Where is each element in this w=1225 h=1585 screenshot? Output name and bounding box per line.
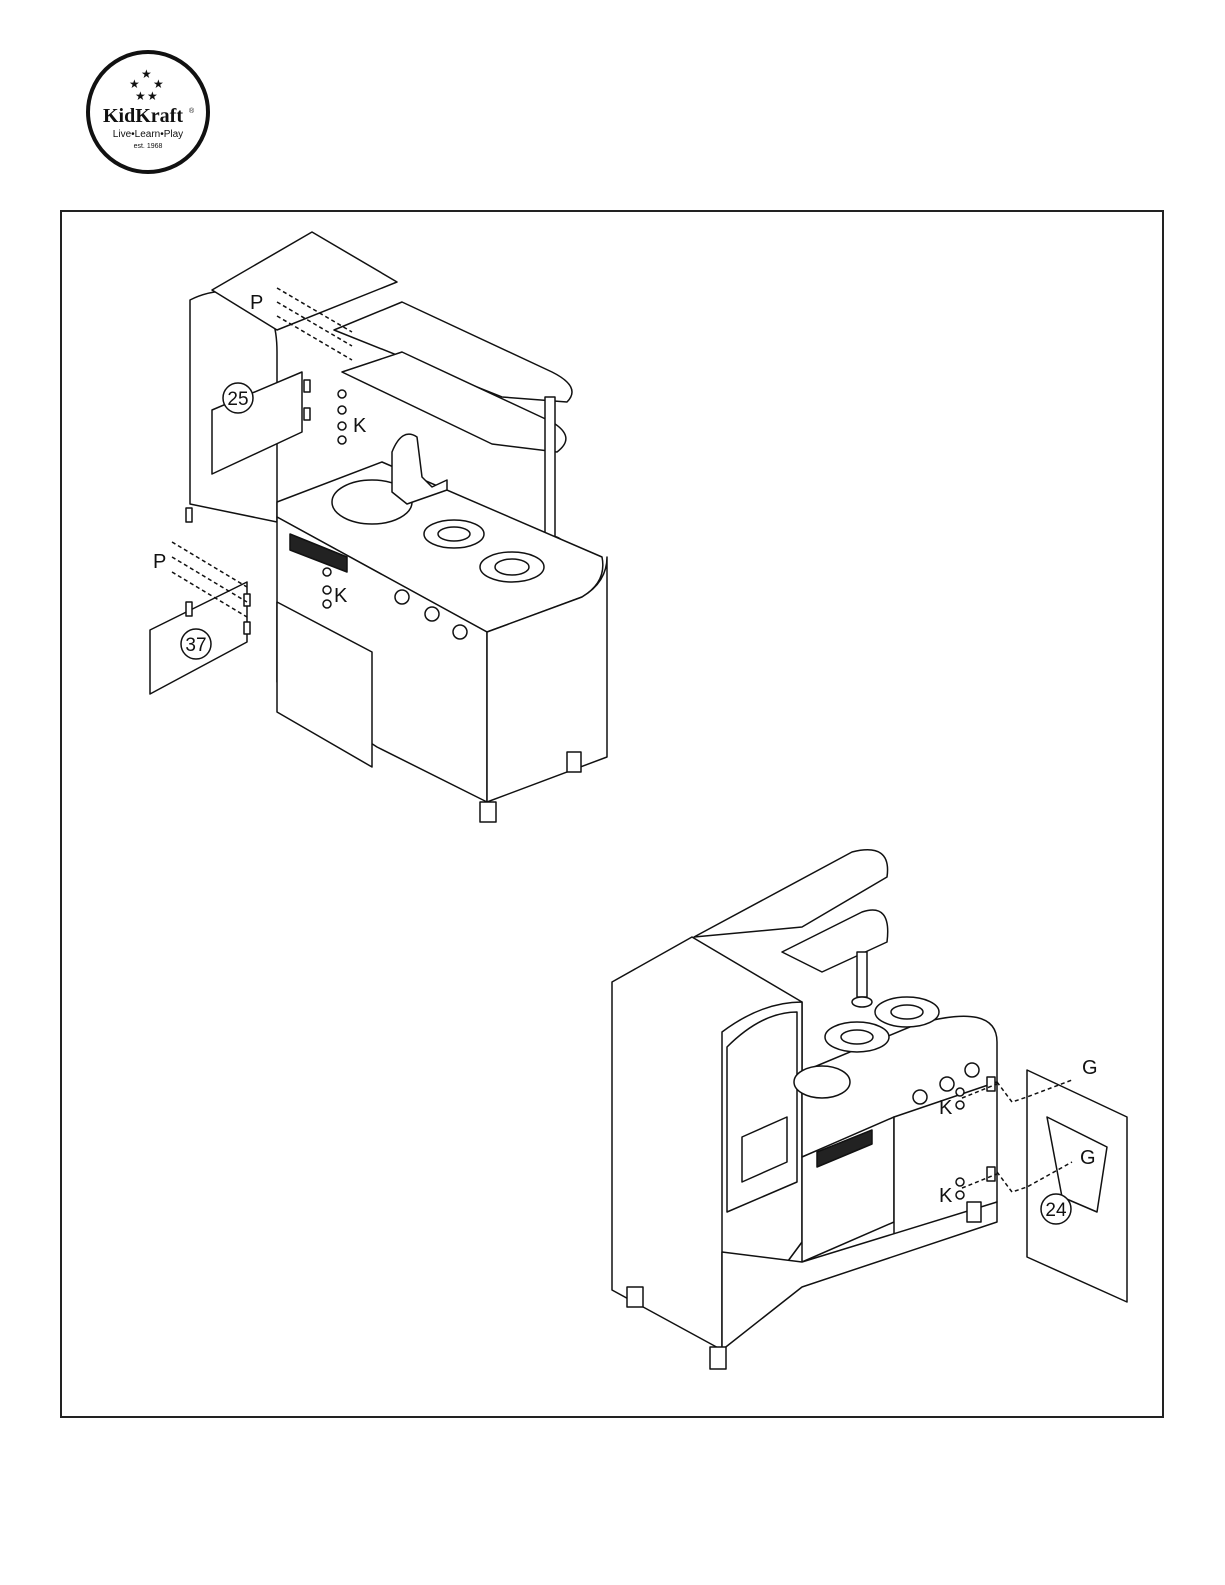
part-number-25: 25 — [227, 389, 248, 410]
logo-registered: ® — [189, 107, 195, 115]
logo-tagline: Live•Learn•Play — [113, 129, 183, 140]
part-number-37: 37 — [185, 635, 206, 656]
kidkraft-logo: ★ ★ ★ ★ ★ KidKraft ® Live•Learn•Play est… — [83, 50, 213, 175]
label-screw-g-upper: G — [1082, 1057, 1098, 1079]
logo-brand: KidKraft — [103, 105, 183, 127]
stars-icon: ★ ★ ★ ★ ★ — [129, 67, 164, 103]
label-screw-g-lower: G — [1080, 1147, 1096, 1169]
burner-1 — [424, 520, 484, 548]
figure-1-kitchen — [150, 232, 607, 822]
faucet — [392, 434, 447, 504]
burner-4 — [875, 997, 939, 1027]
label-nut-k-upper-2: K — [939, 1097, 953, 1119]
label-screw-p-lower: P — [153, 551, 166, 573]
svg-text:★: ★ — [141, 67, 152, 81]
label-nut-k-upper: K — [353, 415, 367, 437]
assembly-figure-frame: P P K K 25 37 G G K K 24 — [60, 210, 1164, 1418]
label-screw-p-upper: P — [250, 292, 263, 314]
burner-2 — [480, 552, 544, 582]
burner-3 — [825, 1022, 889, 1052]
part-number-24: 24 — [1045, 1200, 1067, 1221]
logo-established: est. 1968 — [134, 143, 163, 150]
label-nut-k-lower-2: K — [939, 1185, 953, 1207]
svg-text:★: ★ — [147, 89, 158, 103]
figure-2-kitchen — [612, 850, 1127, 1369]
label-nut-k-lower: K — [334, 585, 348, 607]
svg-text:★: ★ — [135, 89, 146, 103]
